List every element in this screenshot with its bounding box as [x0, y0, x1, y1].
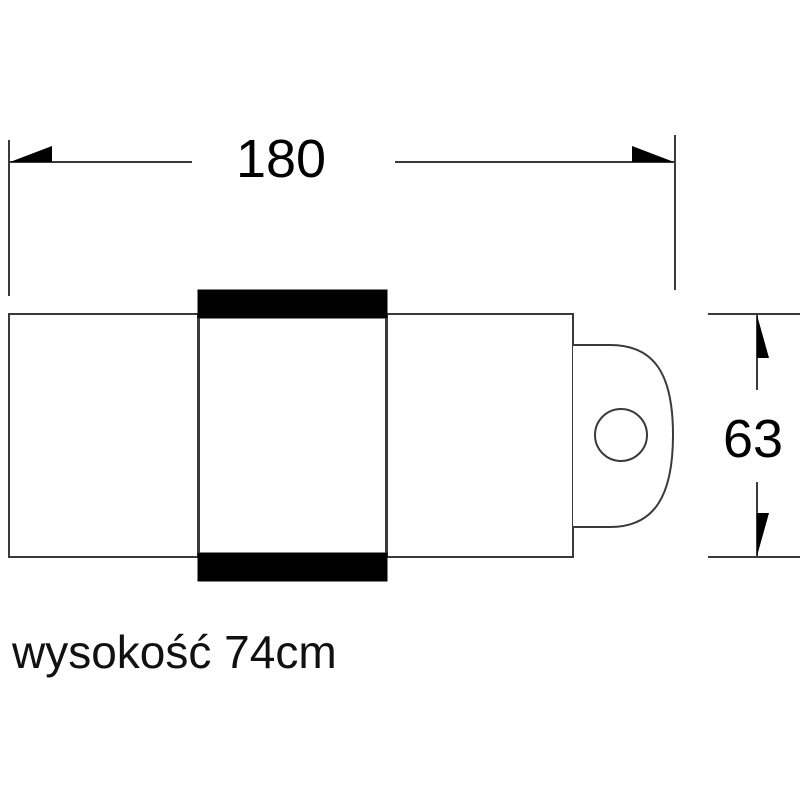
- face-hole: [594, 408, 648, 462]
- chair-body-group: [8, 289, 675, 582]
- arrowhead-up-icon: [757, 315, 769, 358]
- arrowhead-left-icon: [10, 146, 52, 162]
- arrowhead-right-icon: [632, 146, 674, 162]
- dimension-width-label: 63: [723, 409, 783, 469]
- upper-strap: [197, 289, 388, 319]
- dimension-width-group: 63: [708, 313, 800, 558]
- dimension-length-group: 180: [8, 129, 676, 296]
- dimension-length-label: 180: [236, 129, 326, 189]
- lower-strap: [197, 552, 388, 582]
- height-caption: wysokość 74cm: [11, 626, 337, 678]
- seat-block: [197, 313, 388, 558]
- arrowhead-down-icon: [757, 513, 769, 556]
